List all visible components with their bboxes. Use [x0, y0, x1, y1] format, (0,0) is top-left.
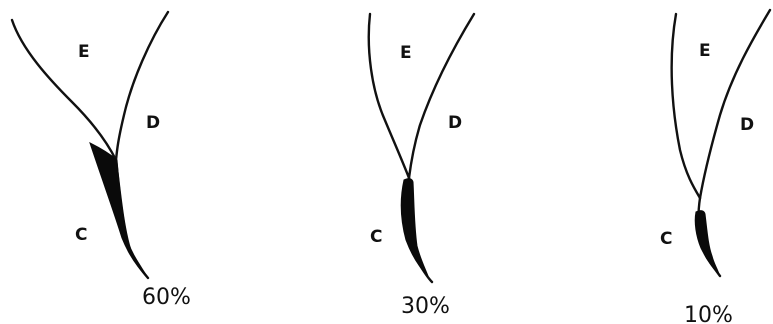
label-d: D [740, 115, 754, 135]
percentage-label: 60% [142, 285, 191, 310]
shaded-wedge [694, 210, 721, 276]
label-e: E [699, 41, 711, 61]
label-c: C [660, 229, 672, 249]
label-d: D [448, 113, 462, 133]
label-e: E [400, 43, 412, 63]
left-curve [367, 12, 411, 180]
percentage-label: 10% [684, 303, 733, 324]
panel-1: E D C 60% [10, 10, 191, 310]
left-curve [10, 18, 118, 162]
panel-2: E D C 30% [367, 12, 476, 319]
label-e: E [78, 42, 90, 62]
label-c: C [75, 225, 87, 245]
left-curve [670, 12, 702, 200]
panel-3: E D C 10% [660, 8, 772, 324]
right-curve [698, 8, 772, 200]
shaded-wedge [400, 178, 429, 277]
right-curve [407, 12, 476, 180]
shaded-wedge [89, 142, 149, 279]
right-curve [114, 10, 170, 162]
label-c: C [370, 227, 382, 247]
label-d: D [146, 113, 160, 133]
percentage-label: 30% [401, 294, 450, 319]
